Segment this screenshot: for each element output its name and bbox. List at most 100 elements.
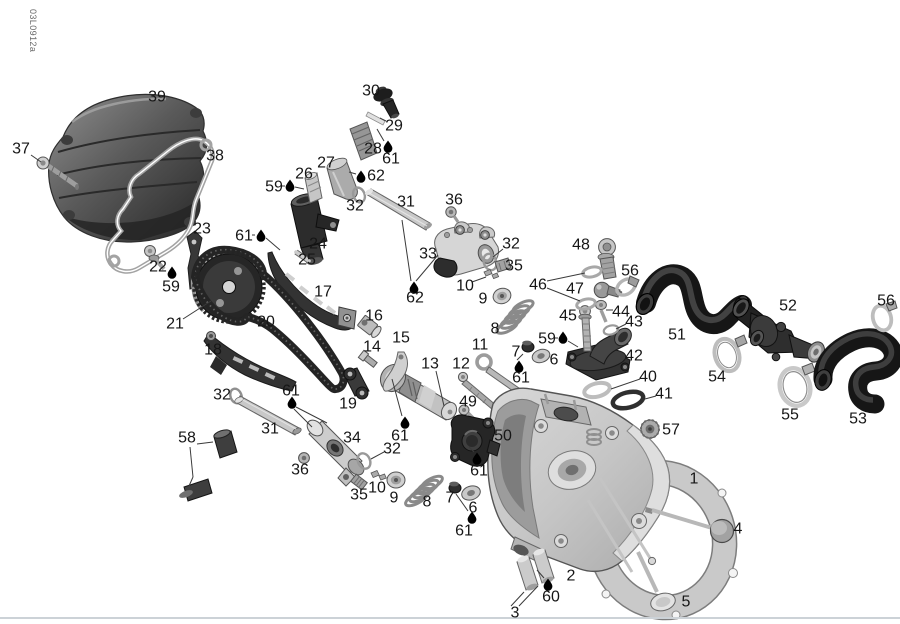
part-number-label: 11 [472,337,489,354]
valve-adjuster-upper [494,257,512,273]
hose-clamp-small-right [870,300,898,333]
chain-guide-lower [203,331,297,392]
part-number-label: 52 [779,298,797,315]
coolant-elbow [565,327,632,381]
leader-line [546,287,581,302]
leader-line [30,154,42,163]
part-number-label: 61 [391,428,409,445]
leader-line [376,128,385,142]
valve-horizontal [645,507,735,544]
leader-line [295,406,328,424]
spring-seat-lower [461,485,481,501]
valve-adjuster-lower [350,473,368,491]
part-number-label: 32 [383,441,401,458]
oil-drop-icon [543,578,553,591]
callout-layer: 3739382322592118201716141519323161343658… [12,83,895,622]
leader-line [401,219,412,282]
part-number-label: 35 [505,258,523,275]
cover-bolt [36,156,79,190]
part-number-label: 26 [295,166,313,183]
valve-vertical [636,551,676,612]
leader-line [468,446,475,453]
elbow-bolt [578,305,592,352]
leader-line [516,353,524,361]
oil-drop-icon [467,511,477,524]
part-number-label: 61 [382,151,400,168]
coolant-hose-left [635,264,752,335]
part-number-label: 41 [655,386,673,403]
part-number-label: 15 [392,330,410,347]
leader-line [471,276,487,283]
part-number-label: 57 [662,422,680,439]
part-number-label: 43 [625,314,643,331]
part-number-label: 51 [668,327,686,344]
leader-line [265,237,281,251]
valve-spring-lower [404,474,444,508]
tensioner-lever [382,351,408,392]
part-number-label: 61 [470,463,488,480]
breather-cap [640,419,660,439]
part-number-label: 61 [512,370,530,387]
rocker-shaft [306,419,365,487]
part-number-label: 6 [469,500,478,517]
leader-line [644,395,657,400]
part-number-label: 47 [566,281,584,298]
guide-spacer [357,315,382,338]
part-number-label: 60 [542,589,560,606]
leader-line [510,591,525,607]
tensioner-cap [326,157,358,200]
leader-line [455,493,469,512]
part-number-label: 59 [538,331,556,348]
part-number-label: 22 [149,259,167,276]
leader-line [391,378,403,417]
part-number-label: 17 [314,284,332,301]
part-number-label: 32 [213,387,231,404]
part-number-label: 59 [265,179,283,196]
part-number-label: 62 [367,168,385,185]
part-number-label: 4 [734,521,743,538]
valve-stem-seal-lower [448,481,462,494]
part-number-label: 40 [639,369,657,386]
oil-drop-icon [400,416,410,429]
camshaft-position-sensor [450,414,501,467]
part-number-label: 18 [204,342,222,359]
adjuster-locknut [298,452,310,464]
part-number-label: 2 [567,568,576,585]
oil-drop-icon [356,170,366,183]
leader-line [415,254,439,282]
part-number-label: 19 [339,396,357,413]
part-number-label: 10 [368,480,386,497]
valve-spring-upper [495,299,535,335]
valve-keepers-upper [483,268,500,280]
leader-line [379,117,387,122]
chain-link [342,367,370,400]
thermostat-housing [732,298,826,363]
timing-chain [191,245,348,394]
rocker-shaft-pin-lower [234,395,302,436]
part-number-label: 62 [406,290,424,307]
part-number-label: 39 [148,89,166,106]
part-number-label: 42 [625,348,643,365]
leader-line [518,585,539,607]
part-number-label: 6 [550,352,559,369]
part-number-label: 36 [291,462,309,479]
part-number-label: 21 [166,316,184,333]
valve-keepers-lower [370,469,387,481]
part-number-label: 55 [781,407,799,424]
leader-line [189,446,194,478]
cylinder-head [487,387,671,573]
leader-line [567,340,579,348]
rocker-bolt [445,206,460,223]
part-number-label: 38 [206,148,224,165]
oil-drop-icon [383,140,393,153]
leader-line [546,272,586,282]
o-ring-light [582,380,612,400]
bracket-bolt [144,245,166,271]
part-number-label: 29 [385,118,403,135]
part-number-label: 7 [446,490,455,507]
part-number-label: 36 [445,192,463,209]
leader-line [610,378,641,390]
coolant-hose-right [813,328,900,414]
leader-line [348,171,357,175]
o-ring [351,186,367,204]
